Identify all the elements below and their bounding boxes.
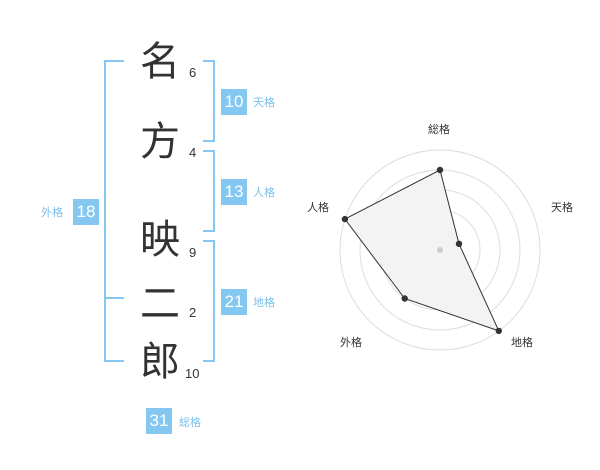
radar-ring-2 (399, 209, 481, 291)
tenkaku-value-badge: 10 (221, 89, 247, 115)
soukaku-label: 総格 (179, 416, 201, 429)
radar-center-dot (437, 247, 443, 253)
tenkaku-bracket (203, 60, 215, 142)
radar-label-soukaku: 総格 (428, 123, 450, 136)
jinkaku-label: 人格 (253, 186, 275, 199)
radar-data-polygon (344, 169, 500, 332)
radar-point-3 (495, 327, 502, 335)
stroke-count-5: 10 (185, 366, 200, 381)
radar-point-2 (455, 240, 463, 247)
name-char-2: 方 (140, 119, 180, 165)
radar-label-jinkaku: 人格 (307, 201, 329, 214)
tenkaku-label: 天格 (253, 96, 275, 109)
name-char-1: 名 (140, 39, 180, 85)
chikaku-bracket (203, 240, 215, 362)
name-char-3: 映 (140, 217, 180, 263)
soukaku-value-badge: 31 (146, 408, 172, 434)
stroke-count-4: 2 (189, 305, 197, 320)
radar-ring-4 (359, 169, 521, 331)
radar-point-5 (341, 215, 349, 223)
jinkaku-bracket (203, 150, 215, 232)
radar-point-4 (401, 295, 408, 302)
gaikaku-label: 外格 (41, 206, 63, 219)
name-char-4: 二 (140, 281, 180, 327)
jinkaku-value-badge: 13 (221, 179, 247, 205)
radar-label-tenkaku: 天格 (551, 201, 573, 214)
stroke-count-1: 6 (189, 65, 197, 80)
radar-label-gaikaku: 外格 (340, 336, 362, 349)
radar-point-1 (436, 166, 444, 174)
gaikaku-value-badge: 18 (73, 199, 99, 225)
radar-ring-5 (339, 149, 541, 351)
stroke-count-3: 9 (189, 245, 197, 260)
stroke-count-2: 4 (189, 145, 197, 160)
gaikaku-bracket (104, 60, 124, 362)
name-char-5: 郎 (140, 339, 180, 385)
chikaku-label: 地格 (253, 296, 275, 309)
radar-label-chikaku: 地格 (511, 336, 533, 349)
radar-ring-1 (419, 229, 461, 271)
chikaku-value-badge: 21 (221, 289, 247, 315)
gaikaku-bracket-notch (104, 297, 124, 299)
radar-ring-3 (379, 189, 501, 311)
